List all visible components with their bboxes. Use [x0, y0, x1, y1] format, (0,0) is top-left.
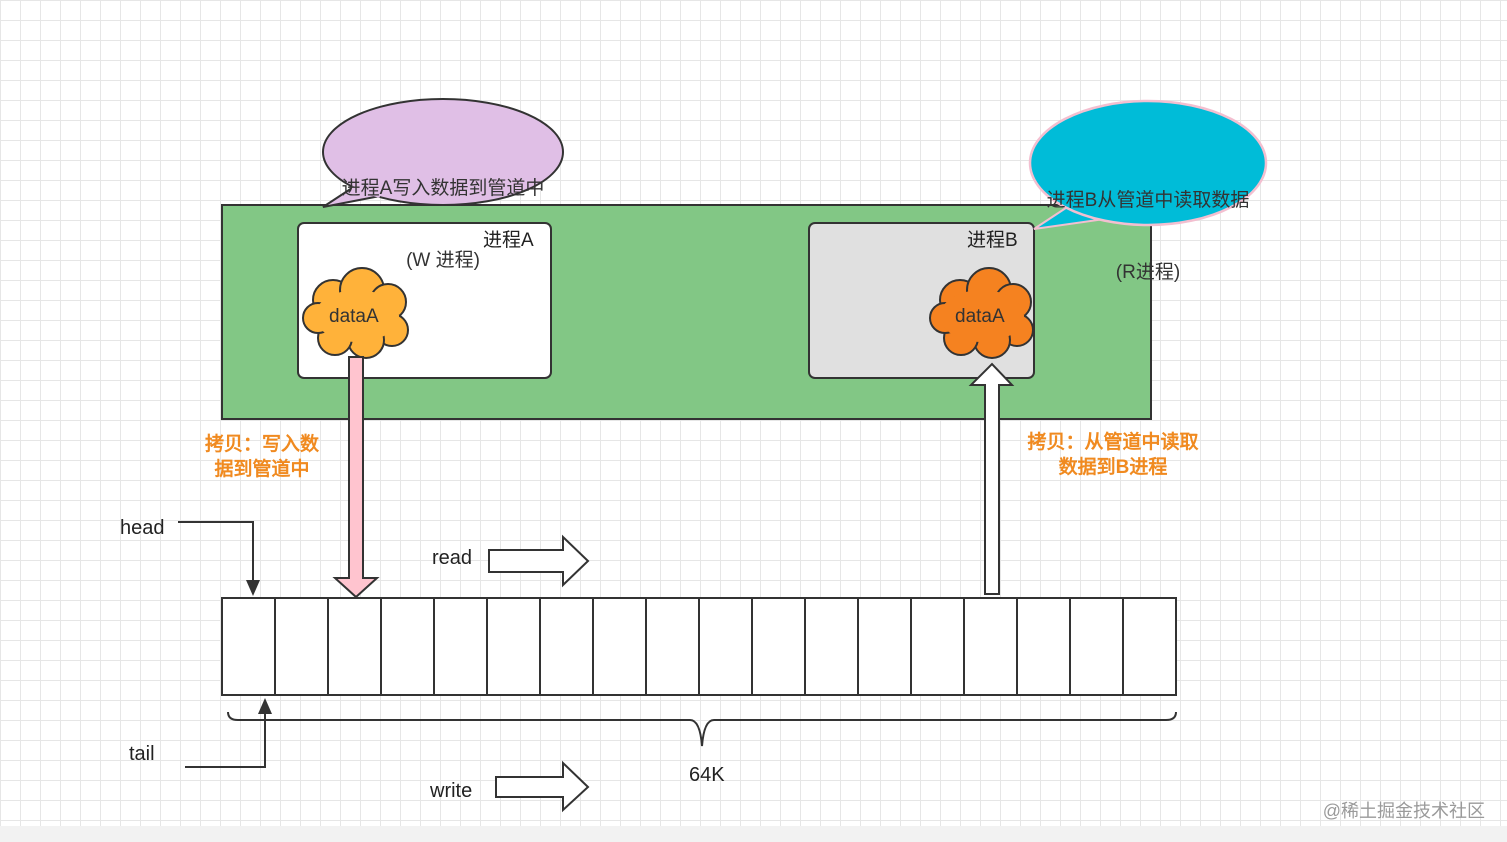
- head-pointer: [178, 521, 254, 583]
- data-a-right-label: dataA: [955, 306, 1005, 327]
- head-label: head: [120, 517, 165, 539]
- bubble-a: [322, 98, 564, 206]
- bubble-a-text: 进程A写入数据到管道中 (W 进程): [323, 129, 563, 297]
- bottom-strip: [0, 826, 1507, 842]
- bubble-a-line1: 进程A写入数据到管道中: [341, 178, 545, 199]
- data-a-left-label: dataA: [329, 306, 379, 327]
- process-a-label: 进程A: [483, 230, 534, 251]
- bubble-b-text: 进程B从管道中读取数据 (R进程): [1030, 141, 1266, 309]
- size-brace: [227, 711, 1177, 747]
- write-copy-arrow: [332, 356, 380, 599]
- process-b-label: 进程B: [967, 230, 1018, 251]
- read-copy-arrow: [968, 362, 1015, 595]
- pipe-buffer: [221, 597, 1177, 696]
- tail-label: tail: [129, 743, 155, 765]
- write-label: write: [430, 780, 473, 802]
- copy-read-label: 拷贝：从管道中读取 数据到B进程: [1027, 432, 1199, 478]
- write-direction-arrow: [495, 760, 590, 813]
- bubble-b-line2: (R进程): [1115, 262, 1181, 283]
- read-direction-arrow: [488, 534, 590, 588]
- read-label: read: [432, 547, 473, 569]
- tail-pointer: [185, 712, 266, 768]
- size-label: 64K: [689, 764, 725, 786]
- bubble-b: [1028, 99, 1268, 227]
- bubble-a-line2: (W 进程): [406, 250, 480, 271]
- copy-write-label: 拷贝：写入数 据到管道中: [204, 434, 319, 480]
- bubble-b-line1: 进程B从管道中读取数据: [1046, 190, 1250, 211]
- watermark: @稀土掘金技术社区: [1322, 801, 1485, 821]
